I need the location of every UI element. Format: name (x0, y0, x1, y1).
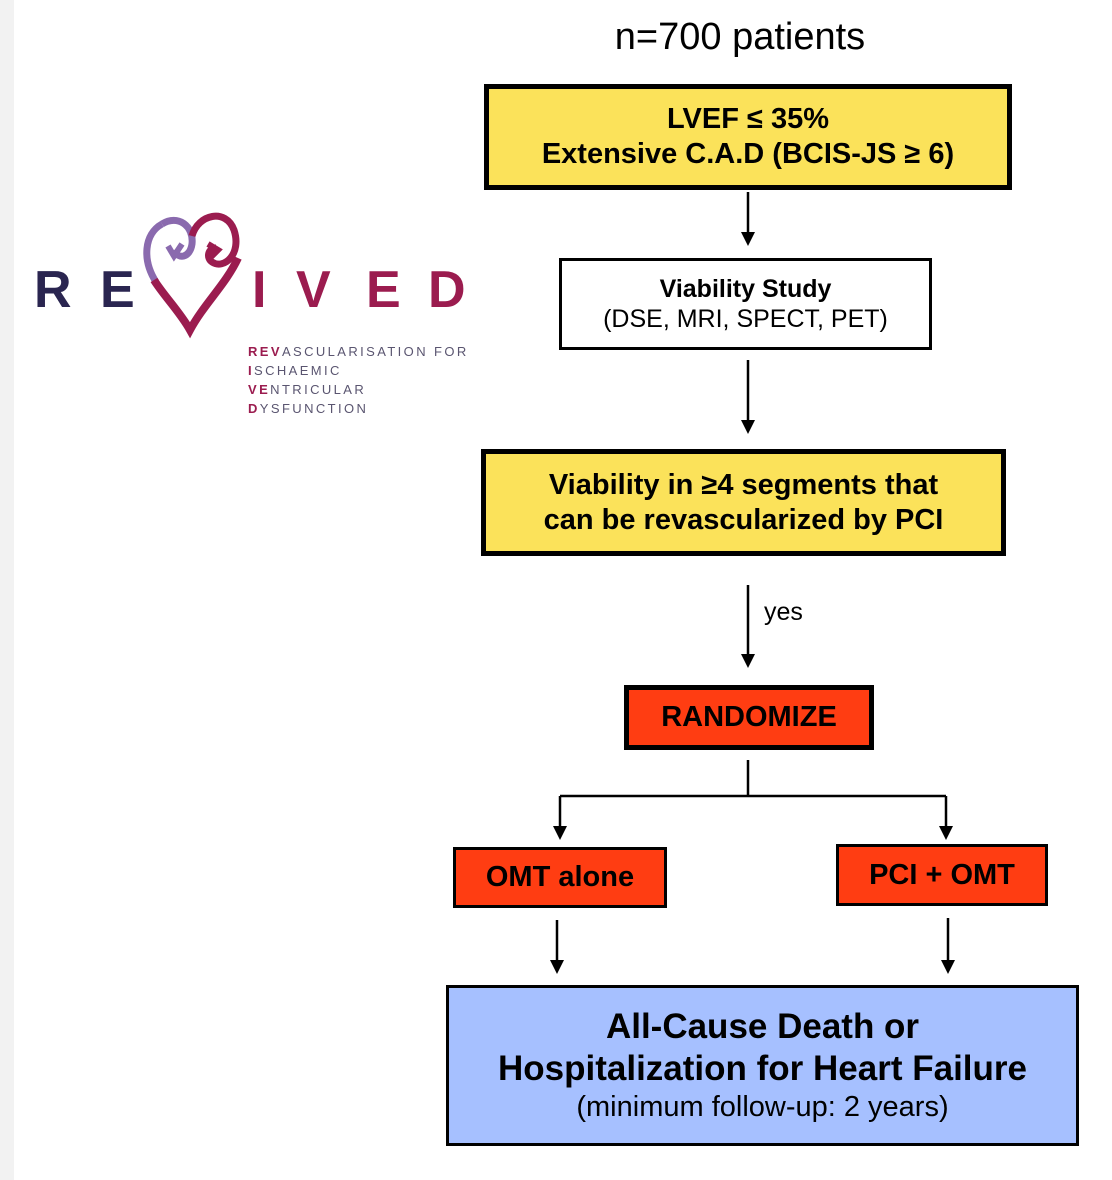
logo-tagline-2: ISCHAEMIC (248, 363, 342, 378)
revived-logo: R E I V E D REVASCULARISATION FOR ISCHAE… (30, 200, 490, 430)
inclusion-criteria-box: LVEF ≤ 35% Extensive C.A.D (BCIS-JS ≥ 6) (484, 84, 1012, 190)
viability-study-box: Viability Study (DSE, MRI, SPECT, PET) (559, 258, 932, 350)
viability-study-title: Viability Study (659, 275, 832, 303)
logo-tagline-4: DYSFUNCTION (248, 401, 369, 416)
arrowhead-1 (741, 232, 755, 246)
page-background (14, 0, 1112, 1180)
inclusion-line-1: LVEF ≤ 35% (666, 103, 830, 136)
outcome-line-1: All-Cause Death or (605, 1007, 920, 1047)
viability-criteria-box: Viability in ≥4 segments that can be rev… (481, 449, 1006, 556)
logo-letter-r: R (34, 261, 72, 319)
cohort-label: n=700 patients (614, 16, 866, 58)
arrowhead-left-outcome (550, 960, 564, 974)
outcome-line-2: Hospitalization for Heart Failure (498, 1049, 1027, 1089)
arrowhead-3 (741, 654, 755, 668)
logo-tagline-3: VENTRICULAR (248, 382, 367, 397)
logo-tagline-1: REVASCULARISATION FOR (248, 344, 469, 359)
logo-letter-e2: E (366, 261, 401, 319)
viability-criteria-line-2: can be revascularized by PCI (543, 503, 944, 536)
viability-criteria-line-1: Viability in ≥4 segments that (548, 468, 939, 501)
yes-label: yes (764, 598, 803, 626)
randomize-label: RANDOMIZE (661, 701, 837, 734)
pci-omt-box: PCI + OMT (836, 844, 1048, 906)
omt-alone-label: OMT alone (485, 861, 635, 894)
arrowhead-right-outcome (941, 960, 955, 974)
logo-letter-v: V (296, 261, 331, 319)
arrowhead-2 (741, 420, 755, 434)
heart-v-icon (143, 212, 242, 339)
outcome-box: All-Cause Death or Hospitalization for H… (446, 985, 1079, 1146)
logo-letter-e1: E (100, 261, 135, 319)
arrowhead-right-arm (939, 826, 953, 840)
randomize-box: RANDOMIZE (624, 685, 874, 750)
arrowhead-left-arm (553, 826, 567, 840)
omt-alone-box: OMT alone (453, 847, 667, 908)
viability-study-methods: (DSE, MRI, SPECT, PET) (603, 305, 888, 333)
inclusion-line-2: Extensive C.A.D (BCIS-JS ≥ 6) (541, 138, 955, 170)
logo-letter-d: D (428, 261, 466, 319)
logo-letter-i: I (252, 261, 267, 319)
pci-omt-label: PCI + OMT (869, 858, 1015, 891)
outcome-line-3: (minimum follow-up: 2 years) (576, 1091, 949, 1124)
